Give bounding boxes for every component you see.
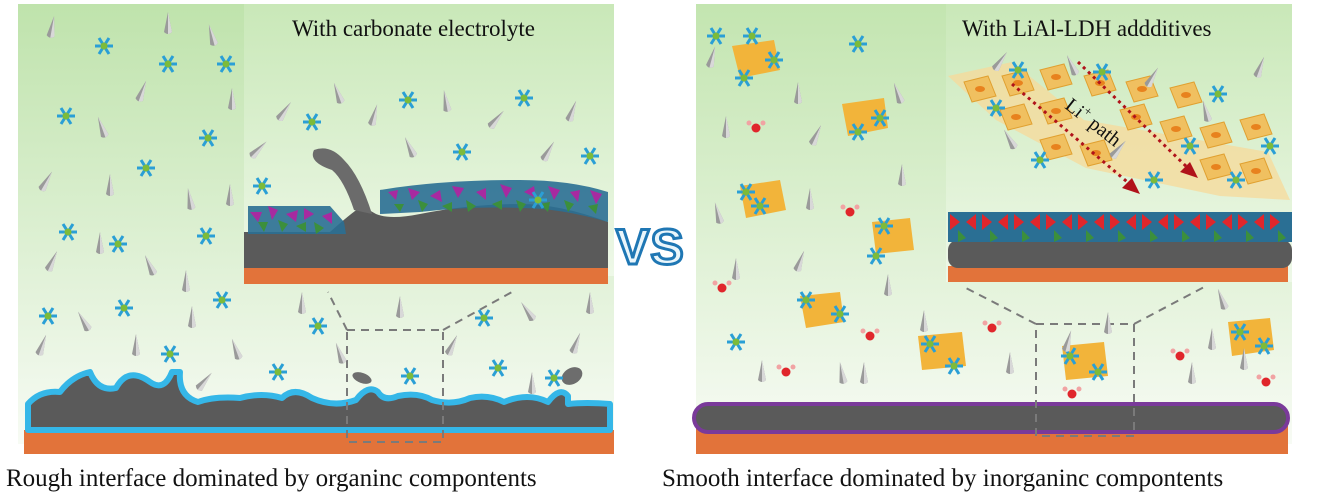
right-smooth-lithium-sei (692, 402, 1290, 434)
right-panel (692, 4, 1292, 454)
left-inset-title: With carbonate electrolyte (292, 16, 536, 41)
left-inset-copper (244, 268, 608, 284)
left-inset-dendrite (312, 148, 372, 214)
right-zoom-box (1035, 323, 1135, 437)
right-inset-ldh-lattice (948, 62, 1290, 200)
left-caption: Rough interface dominated by organinc co… (6, 465, 537, 492)
left-dendrite-blob (561, 367, 583, 385)
right-inset-copper (948, 266, 1288, 282)
vs-label: VS (615, 218, 686, 277)
left-inset-organic-sei (248, 180, 608, 234)
left-panel (18, 4, 614, 454)
left-zoom-box (346, 329, 444, 443)
left-rough-lithium-sei (25, 369, 613, 433)
li-path-arrows (1011, 60, 1198, 194)
left-inset (244, 4, 614, 284)
left-copper-foil (24, 430, 614, 454)
left-zoom-line-a (327, 291, 348, 331)
right-caption: Smooth interface dominated by inorganinc… (662, 465, 1224, 492)
right-inset (946, 4, 1292, 282)
left-inset-lithium (244, 204, 608, 268)
left-small-dendrite (352, 372, 372, 384)
right-inset-lithium (948, 240, 1292, 268)
right-inset-title: With LiAl-LDH addditives (962, 16, 1212, 41)
right-inset-inorganic-sei (948, 212, 1292, 242)
